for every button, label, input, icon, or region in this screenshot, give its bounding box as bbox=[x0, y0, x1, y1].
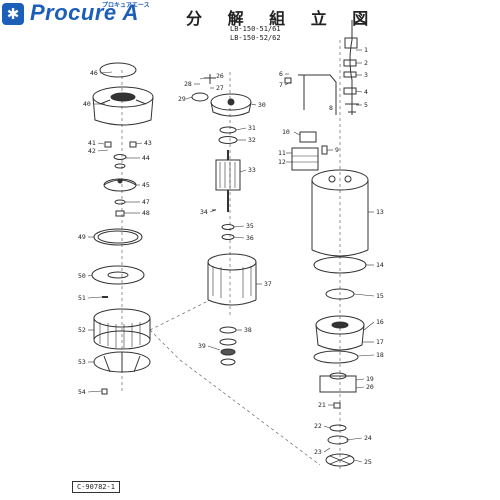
part-base-53 bbox=[93, 351, 151, 373]
callout-20: 20 bbox=[366, 383, 374, 391]
callout-15: 15 bbox=[376, 292, 384, 300]
part-small-stack-44 bbox=[113, 154, 127, 169]
callout-16: 16 bbox=[376, 318, 384, 326]
part-cable-1-5 bbox=[343, 20, 359, 115]
callout-39: 39 bbox=[198, 342, 206, 350]
callout-35: 35 bbox=[246, 222, 254, 230]
callout-44: 44 bbox=[142, 154, 150, 162]
callout-6: 6 bbox=[279, 70, 283, 78]
callout-27: 27 bbox=[216, 84, 224, 92]
callout-42: 42 bbox=[88, 147, 96, 155]
callout-19: 19 bbox=[366, 375, 374, 383]
callout-3: 3 bbox=[364, 71, 368, 79]
part-oil-casing-16-17 bbox=[315, 315, 365, 351]
callout-11: 11 bbox=[278, 149, 286, 157]
part-impeller-22-25 bbox=[325, 424, 355, 467]
part-oring-18 bbox=[313, 350, 359, 364]
callout-41: 41 bbox=[88, 139, 96, 147]
callout-4: 4 bbox=[364, 88, 368, 96]
part-ring-top bbox=[99, 62, 137, 78]
part-bearing-31-32 bbox=[218, 126, 238, 144]
part-discharge-9-12 bbox=[291, 131, 328, 171]
callout-43: 43 bbox=[144, 139, 152, 147]
callout-38: 38 bbox=[244, 326, 252, 334]
callout-49: 49 bbox=[78, 233, 86, 241]
callout-12: 12 bbox=[278, 158, 286, 166]
page-title: 分 解 組 立 図 bbox=[186, 9, 379, 28]
brand-kana: プロキュアエース bbox=[102, 2, 150, 9]
callout-23: 23 bbox=[314, 448, 322, 456]
callout-29: 29 bbox=[178, 95, 186, 103]
callout-37: 37 bbox=[264, 280, 272, 288]
drawing-code: C-90782-1 bbox=[72, 481, 120, 493]
brand-badge-icon: ✱ bbox=[2, 3, 24, 25]
callout-50: 50 bbox=[78, 272, 86, 280]
callout-36: 36 bbox=[246, 234, 254, 242]
part-washers-47-48 bbox=[114, 199, 126, 217]
callout-31: 31 bbox=[248, 124, 256, 132]
part-bolts-41-43 bbox=[104, 141, 137, 148]
part-screw-54 bbox=[101, 388, 108, 395]
callout-46: 46 bbox=[90, 69, 98, 77]
callout-22: 22 bbox=[314, 422, 322, 430]
callout-1: 1 bbox=[364, 46, 368, 54]
part-guard-19-20 bbox=[319, 372, 357, 393]
part-strainer-52 bbox=[93, 308, 151, 350]
part-seal-stack-38-39 bbox=[219, 326, 237, 366]
part-seals-35-36 bbox=[221, 224, 235, 240]
part-rotor-33 bbox=[215, 150, 241, 212]
callout-10: 10 bbox=[282, 128, 290, 136]
model-number-1: LB-150-51/61 bbox=[230, 25, 281, 33]
callout-34: 34 bbox=[200, 208, 208, 216]
callout-45: 45 bbox=[142, 181, 150, 189]
callout-9: 9 bbox=[335, 146, 339, 154]
callout-24: 24 bbox=[364, 434, 372, 442]
assembly-lines bbox=[121, 40, 341, 470]
callout-8: 8 bbox=[329, 104, 333, 112]
part-pump-casing-40 bbox=[92, 86, 154, 126]
callout-30: 30 bbox=[258, 101, 266, 109]
model-number-2: LB-150-52/62 bbox=[230, 34, 281, 42]
part-impeller-45 bbox=[103, 178, 137, 192]
callout-2: 2 bbox=[364, 59, 368, 67]
callout-21: 21 bbox=[318, 401, 326, 409]
callout-54: 54 bbox=[78, 388, 86, 396]
brand-name: Procure A bbox=[30, 0, 139, 25]
callout-18: 18 bbox=[376, 351, 384, 359]
leader-lines bbox=[87, 49, 375, 463]
callout-13: 13 bbox=[376, 208, 384, 216]
callout-53: 53 bbox=[78, 358, 86, 366]
part-bracket-30 bbox=[210, 93, 252, 117]
callout-40: 40 bbox=[83, 100, 91, 108]
part-stator-37 bbox=[207, 253, 257, 306]
part-bolt-21 bbox=[333, 402, 341, 409]
callout-33: 33 bbox=[248, 166, 256, 174]
callout-32: 32 bbox=[248, 136, 256, 144]
brand-logo: ✱ Procure A プロキュアエース bbox=[0, 0, 180, 28]
callout-17: 17 bbox=[376, 338, 384, 346]
part-wear-plate-50 bbox=[91, 265, 145, 285]
callout-48: 48 bbox=[142, 209, 150, 217]
part-motor-frame-13 bbox=[311, 169, 369, 257]
callout-5: 5 bbox=[364, 101, 368, 109]
callout-28: 28 bbox=[184, 80, 192, 88]
part-gasket-49 bbox=[93, 228, 143, 246]
callout-7: 7 bbox=[279, 81, 283, 89]
callout-52: 52 bbox=[78, 326, 86, 334]
callout-47: 47 bbox=[142, 198, 150, 206]
callout-26: 26 bbox=[216, 72, 224, 80]
callout-25: 25 bbox=[364, 458, 372, 466]
callout-labels: 1 2 3 4 5 6 7 8 9 10 11 12 13 14 15 16 1… bbox=[78, 46, 384, 466]
part-handle-6-8 bbox=[284, 74, 337, 115]
callout-14: 14 bbox=[376, 261, 384, 269]
callout-51: 51 bbox=[78, 294, 86, 302]
